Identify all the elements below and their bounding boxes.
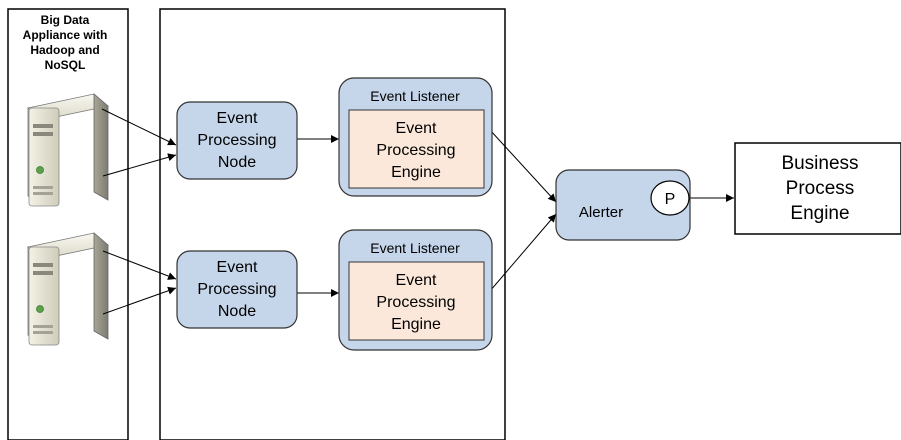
node-label-line-3: Node xyxy=(218,303,256,320)
event-processing-node: Event Processing Node xyxy=(176,101,298,180)
engine-label-line-3: Engine xyxy=(391,164,441,181)
appliance-label-line-1: Big Data xyxy=(41,13,90,27)
event-processing-node: Event Processing Node xyxy=(176,250,298,329)
node-label-line-2: Processing xyxy=(197,281,276,298)
appliance-label-line-4: NoSQL xyxy=(45,58,86,72)
node-label-line-2: Processing xyxy=(197,132,276,149)
listener-title: Event Listener xyxy=(370,240,460,256)
publisher-port-label: P xyxy=(665,191,676,208)
connector-lines xyxy=(101,108,734,315)
node-label-line-3: Node xyxy=(218,154,256,171)
server-icon xyxy=(27,232,109,346)
event-listener: Event Listener Event Processing Engine xyxy=(338,229,493,351)
appliance-label-line-2: Appliance with xyxy=(23,28,108,42)
business-process-engine: Business Process Engine xyxy=(734,142,901,235)
arrow-server2b-to-node2 xyxy=(102,286,177,315)
big-data-appliance-panel: Big Data Appliance with Hadoop and NoSQL xyxy=(7,8,129,440)
publisher-port xyxy=(650,180,690,216)
server-icon xyxy=(27,93,109,207)
engine-label-line-1: Event xyxy=(396,120,437,137)
bpe-label-line-3: Engine xyxy=(790,203,849,224)
node-label-line-1: Event xyxy=(217,110,258,127)
event-listener: Event Listener Event Processing Engine xyxy=(338,77,493,197)
engine-label-line-1: Event xyxy=(396,272,437,289)
engine-label-line-2: Processing xyxy=(376,294,455,311)
bpe-label-line-1: Business xyxy=(781,153,858,174)
alerter-label: Alerter xyxy=(579,204,623,221)
engine-label-line-2: Processing xyxy=(376,142,455,159)
event-processing-engine xyxy=(348,261,485,341)
engine-label-line-3: Engine xyxy=(391,316,441,333)
arrow-server2-to-node2 xyxy=(102,250,177,280)
arrow-server1-to-node1 xyxy=(101,108,177,146)
arrow-listener1-to-alerter xyxy=(489,129,557,203)
alerter: Alerter P xyxy=(555,169,691,241)
processing-region-panel xyxy=(159,8,506,440)
event-processing-engine xyxy=(348,109,485,189)
arrow-server1b-to-node1 xyxy=(102,153,177,177)
arrow-listener2-to-alerter xyxy=(489,213,557,292)
bpe-label-line-2: Process xyxy=(786,178,855,199)
appliance-label-line-3: Hadoop and xyxy=(30,43,99,57)
node-label-line-1: Event xyxy=(217,259,258,276)
listener-title: Event Listener xyxy=(370,88,460,104)
